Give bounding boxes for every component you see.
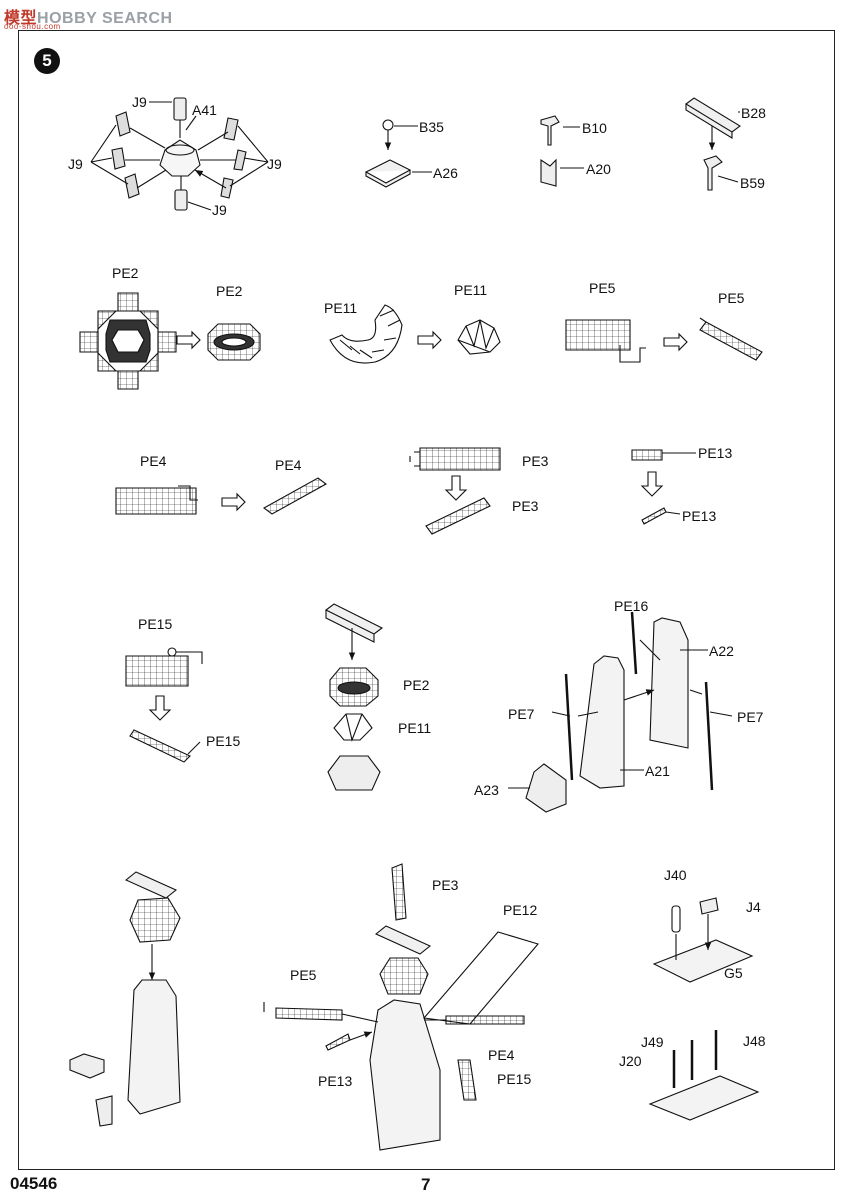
label-j20: J20: [619, 1053, 642, 1069]
a41-assembly: [91, 98, 268, 210]
pe3-flat: [410, 448, 500, 470]
pe2-flat: [80, 293, 176, 389]
label-pe11-a: PE11: [324, 300, 358, 316]
label-a26: A26: [433, 165, 458, 181]
label-pe4-a: PE4: [140, 453, 167, 469]
final-tower-center: [264, 864, 538, 1150]
label-pe2-b: PE2: [216, 283, 243, 299]
label-pe4-b: PE4: [275, 457, 302, 473]
label-pe13-b: PE13: [682, 508, 717, 524]
label-a22: A22: [709, 643, 734, 659]
label-a21: A21: [645, 763, 670, 779]
arrow-down: [150, 696, 170, 720]
watermark-text: SEARCH: [97, 10, 173, 27]
pe13-folded: [642, 508, 680, 524]
pe13-flat: [632, 450, 696, 460]
tower-assembly: [508, 612, 732, 812]
label-pe11-b: PE11: [454, 282, 488, 298]
page-number: 7: [421, 1175, 431, 1194]
label-pe13-a: PE13: [698, 445, 733, 461]
b35-a26-assembly: [366, 120, 432, 187]
label-b10: B10: [582, 120, 607, 136]
watermark: 模型HOBBY SEARCH ooo-shou.com: [4, 4, 173, 31]
product-code: 04546: [10, 1174, 58, 1193]
label-pe2-a: PE2: [112, 265, 139, 281]
label-j9-left: J9: [68, 156, 83, 172]
label-pe7-left: PE7: [508, 706, 535, 722]
pe2-folded: [208, 324, 260, 360]
pe11-folded: [458, 320, 500, 354]
instruction-frame: [18, 30, 835, 1170]
label-pe11-c: PE11: [398, 720, 432, 736]
label-b35: B35: [419, 119, 444, 135]
label-j48: J48: [743, 1033, 766, 1049]
label-a20: A20: [586, 161, 611, 177]
pe3-folded: [426, 498, 490, 534]
watermark-char-1: 模: [4, 10, 21, 27]
arrow-right: [222, 494, 245, 510]
label-pe15-a: PE15: [138, 616, 173, 632]
pe4-folded: [264, 478, 326, 514]
pe5-folded: [700, 318, 762, 360]
label-pe3-a: PE3: [522, 453, 549, 469]
label-j9-top: J9: [132, 94, 147, 110]
pe15-folded: [130, 730, 200, 762]
final-tower-left: [70, 872, 180, 1126]
g5-panels: [650, 898, 758, 1120]
label-pe16: PE16: [614, 598, 649, 614]
label-j9-right: J9: [267, 156, 282, 172]
watermark-fill: HOBBY: [37, 10, 98, 27]
pe5-flat: [566, 320, 646, 362]
label-pe13-c: PE13: [318, 1073, 353, 1089]
label-pe3-c: PE3: [432, 877, 459, 893]
step-badge: 5: [34, 48, 60, 74]
label-pe12: PE12: [503, 902, 538, 918]
label-pe5-b: PE5: [718, 290, 745, 306]
watermark-char-2: 型: [20, 10, 38, 27]
label-b59: B59: [740, 175, 765, 191]
b10-a20-assembly: [541, 116, 584, 186]
label-g5: G5: [724, 965, 743, 981]
label-b28: B28: [741, 105, 766, 121]
label-pe15-c: PE15: [497, 1071, 532, 1087]
label-a41: A41: [192, 102, 217, 118]
arrow-down: [642, 472, 662, 496]
label-j4: J4: [746, 899, 761, 915]
label-j49: J49: [641, 1034, 664, 1050]
label-pe7-right: PE7: [737, 709, 764, 725]
label-a23: A23: [474, 782, 499, 798]
label-pe5-c: PE5: [290, 967, 317, 983]
label-j9-bottom: J9: [212, 202, 227, 218]
label-pe5-a: PE5: [589, 280, 616, 296]
label-pe15-b: PE15: [206, 733, 241, 749]
watermark-url: ooo-shou.com: [4, 22, 61, 31]
pe4-flat: [116, 486, 198, 514]
label-j40: J40: [664, 867, 687, 883]
label-pe2-c: PE2: [403, 677, 430, 693]
arrow-right: [418, 332, 441, 348]
arrow-right: [177, 332, 200, 348]
mast-stack: [326, 604, 382, 790]
label-pe3-b: PE3: [512, 498, 539, 514]
b28-b59-assembly: [686, 98, 740, 190]
arrow-right: [664, 334, 687, 350]
pe11-flat: [330, 305, 402, 363]
arrow-down: [446, 476, 466, 500]
label-pe4-c: PE4: [488, 1047, 515, 1063]
pe15-flat: [126, 648, 202, 686]
